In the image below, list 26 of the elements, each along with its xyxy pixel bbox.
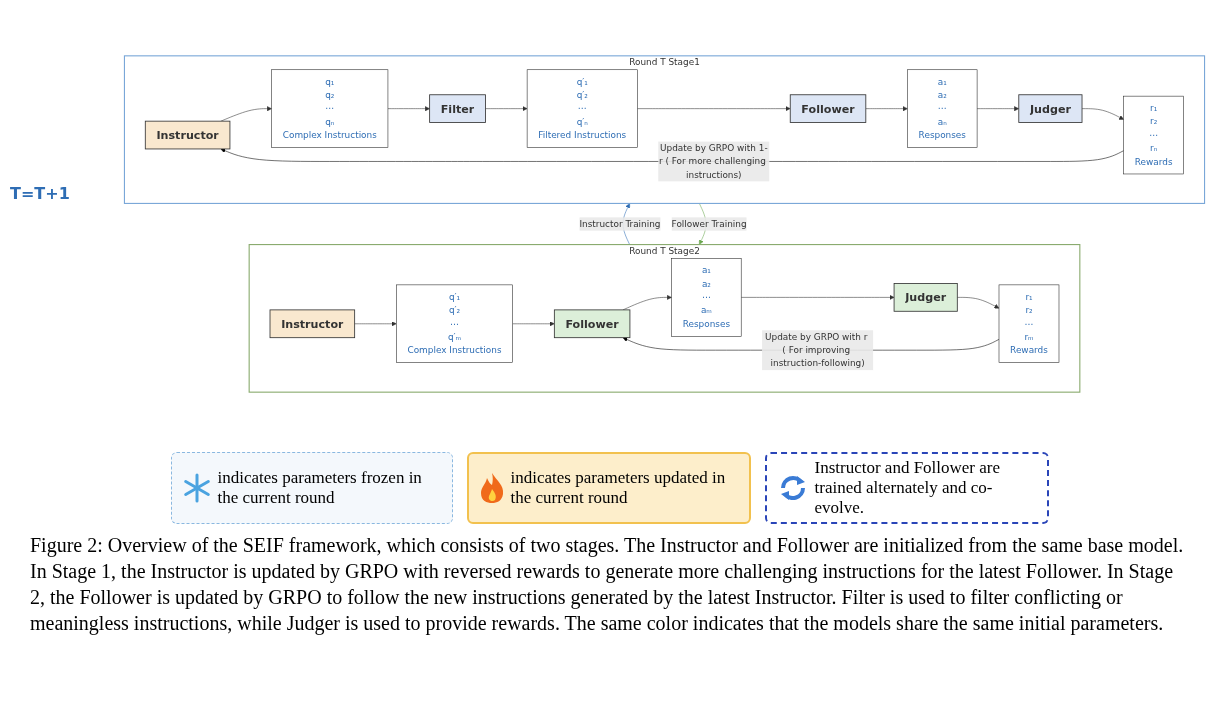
- edge-label: Instructor Training: [579, 218, 661, 229]
- node-box: [998, 284, 1060, 363]
- node-box: [271, 69, 389, 148]
- node-box: [1018, 94, 1083, 123]
- node-box: [526, 69, 638, 148]
- node-box: [1123, 95, 1184, 175]
- node-box: [144, 120, 231, 150]
- edge-label: Update by GRPO with r ( For improving instruction-following): [765, 331, 868, 369]
- legend-text: indicates parameters updated in the current round: [510, 468, 727, 508]
- edge-label: Follower Training: [671, 218, 747, 229]
- edge-label: Update by GRPO with 1-r ( For more challenging instructions): [658, 142, 768, 180]
- node-box: [396, 284, 513, 363]
- legend-text: Instructor and Follower are trained alternately and co-evolve.: [814, 458, 1002, 518]
- node-box: [789, 94, 867, 123]
- node-box: [907, 69, 978, 148]
- node-box: [429, 94, 486, 123]
- legend-text: indicates parameters frozen in the current round: [217, 468, 423, 508]
- node-box: [269, 309, 356, 339]
- figure-caption: Figure 2: Overview of the SEIF framework, which consists of two stages. The Instructor and Follower are initialized from the same base model. In Stage 1, the Instructor is updated by GRPO with reversed rewards to generate more challenging instructions for the latest Follower. In Stage 2, the Follower is updated by GRPO to follow the new instructions generated by the latest Instructor. Filter is used to filter conflicting or meaningless instructions, while Judger is used to provide rewards. The same color indicates that the models share the same initial parameters.: [30, 533, 1185, 636]
- node-box: [893, 283, 958, 312]
- round-counter-label: T=T+1: [10, 184, 71, 203]
- node-box: [553, 309, 631, 339]
- flowchart: Instructor Training Follower Training Round T Stage2 Update by GRPO with r ( For improving instruction-following) Instructor q′₁ q′₂ ⋯ q′ₘ Complex Instructions Follower a₁ a₂ ⋯ aₘ Responses Judger r₁ r₂ ⋯ rₘ Rewards Round T Stage1 Update by GRPO with 1-r ( For more challenging instructions) Instructor q₁ q₂ ⋯ qₙ Complex Instructions Filter q′₁ q′₂ ⋯ q′ₙ Filtered Instructions Follower a₁ a₂ ⋯ aₙ Responses Judger r₁ r₂ ⋯ rₙ Rewards: [120, 4, 1209, 444]
- node-box: [671, 258, 742, 337]
- cluster: [248, 244, 1081, 393]
- cluster: [123, 55, 1206, 204]
